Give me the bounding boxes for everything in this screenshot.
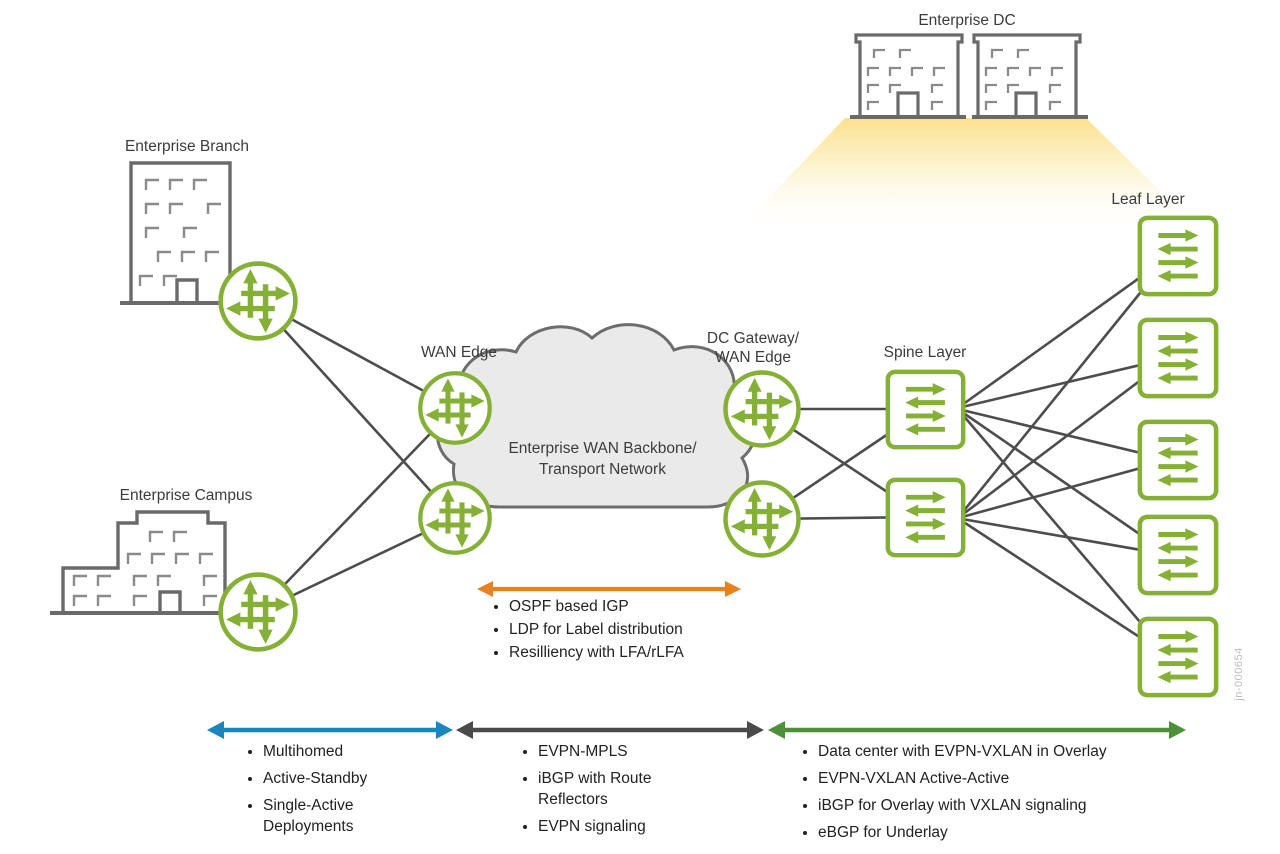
list-item: EVPN signaling — [538, 816, 706, 837]
wan-edge-router-1-icon — [420, 373, 489, 442]
list-item: eBGP for Underlay — [818, 822, 1208, 843]
dc-building-1-icon — [850, 33, 966, 119]
link-spine2-leaf2 — [961, 356, 1171, 517]
list-item: Resilliency with LFA/rLFA — [509, 642, 759, 663]
campus-router-icon — [221, 575, 296, 650]
leaf-switch-3-icon — [1140, 422, 1216, 498]
leaf-switch-4-icon — [1140, 517, 1216, 593]
link-spine2-leaf4 — [961, 517, 1171, 557]
wan-cloud-label: Enterprise WAN Backbone/ Transport Netwo… — [455, 438, 750, 480]
spine-switch-1-icon — [888, 372, 963, 447]
figure-id-watermark: jn-000654 — [1233, 647, 1245, 701]
branch-building-icon — [120, 161, 243, 305]
dc-gateway-label: DC Gateway/ WAN Edge — [692, 329, 814, 367]
list-item: iBGP for Overlay with VXLAN signaling — [818, 795, 1208, 816]
wan-cloud-label-line1: Enterprise WAN Backbone/ — [508, 440, 697, 457]
dc-building-2-icon — [972, 33, 1088, 119]
link-branch-wanedge2 — [257, 300, 456, 519]
enterprise-branch-label: Enterprise Branch — [124, 138, 250, 155]
wan-cloud-label-line2: Transport Network — [539, 461, 666, 478]
list-item: Multihomed — [263, 741, 428, 762]
spine-layer-label: Spine Layer — [883, 344, 967, 361]
list-item: EVPN-MPLS — [538, 741, 706, 762]
list-item: EVPN-VXLAN Active-Active — [818, 768, 1208, 789]
enterprise-campus-label: Enterprise Campus — [119, 487, 253, 504]
link-spine2-leaf5 — [961, 519, 1171, 659]
link-spine2-leaf3 — [961, 458, 1171, 519]
link-spine1-leaf1 — [961, 254, 1171, 407]
list-item: iBGP with Route Reflectors — [538, 768, 706, 810]
core-span-arrow — [477, 581, 741, 597]
link-campus-wanedge1 — [257, 407, 456, 613]
dc-gateway-label-line2: WAN Edge — [714, 349, 792, 366]
wan-edge-router-2-icon — [420, 483, 489, 552]
wan-span-arrow — [456, 721, 764, 739]
dc-gateway-label-line1: DC Gateway/ — [706, 330, 800, 347]
list-item: Single-Active Deployments — [263, 795, 428, 837]
list-item: LDP for Label distribution — [509, 619, 759, 640]
campus-building-icon — [50, 510, 233, 615]
dc-span-arrow — [768, 721, 1186, 739]
enterprise-dc-label: Enterprise DC — [918, 12, 1016, 29]
core-annotation-list: OSPF based IGP LDP for Label distributio… — [492, 596, 759, 665]
dc-gateway-router-2-icon — [726, 483, 799, 556]
dc-annotation-list: Data center with EVPN-VXLAN in Overlay E… — [801, 741, 1208, 849]
leaf-switch-2-icon — [1140, 320, 1216, 396]
access-annotation-list: Multihomed Active-Standby Single-Active … — [246, 741, 428, 843]
spine-switch-2-icon — [888, 480, 963, 555]
leaf-switch-5-icon — [1140, 619, 1216, 695]
leaf-switch-1-icon — [1140, 218, 1216, 294]
link-spine2-leaf1 — [960, 255, 1172, 514]
leaf-layer-label: Leaf Layer — [1111, 191, 1185, 208]
list-item: Active-Standby — [263, 768, 428, 789]
wan-annotation-list: EVPN-MPLS iBGP with Route Reflectors EVP… — [521, 741, 706, 843]
link-spine1-leaf5 — [961, 413, 1171, 658]
list-item: OSPF based IGP — [509, 596, 759, 617]
link-spine1-leaf4 — [961, 410, 1171, 557]
access-span-arrow — [207, 721, 453, 739]
list-item: Data center with EVPN-VXLAN in Overlay — [818, 741, 1208, 762]
dc-gateway-router-1-icon — [726, 373, 799, 446]
branch-router-icon — [221, 264, 296, 339]
wan-edge-label: WAN Edge — [420, 344, 498, 361]
dc-light-beam — [738, 118, 1200, 230]
